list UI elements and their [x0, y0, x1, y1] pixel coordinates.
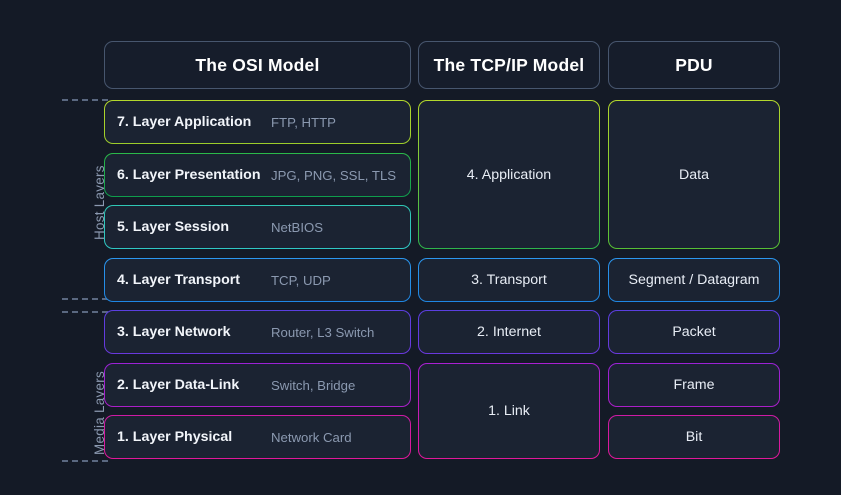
osi-layer-3-name: 3. Layer Network: [117, 324, 231, 340]
dash-separator-media-start: [62, 311, 108, 313]
pdu-data-label: Data: [679, 166, 709, 183]
osi-layer-3[interactable]: 3. Layer Network Router, L3 Switch: [104, 310, 411, 354]
dash-separator-top: [62, 99, 108, 101]
osi-layer-7[interactable]: 7. Layer Application FTP, HTTP: [104, 100, 411, 144]
osi-layer-4-name: 4. Layer Transport: [117, 272, 241, 288]
pdu-bit-label: Bit: [685, 429, 703, 445]
header-osi-model-label: The OSI Model: [195, 54, 320, 75]
osi-layer-2-examples: Switch, Bridge: [271, 377, 356, 393]
header-tcpip-model-label: The TCP/IP Model: [433, 54, 585, 75]
header-osi-model: The OSI Model: [104, 41, 411, 89]
tcpip-layer-application[interactable]: 4. Application: [418, 100, 600, 249]
osi-layer-1-name: 1. Layer Physical: [117, 429, 233, 445]
header-tcpip-model: The TCP/IP Model: [418, 41, 600, 89]
osi-layer-5-examples: NetBIOS: [271, 219, 324, 235]
header-pdu-label: PDU: [675, 54, 713, 75]
tcpip-layer-transport-label: 3. Transport: [471, 272, 547, 288]
pdu-frame[interactable]: Frame: [608, 363, 780, 407]
osi-layer-6[interactable]: 6. Layer Presentation JPG, PNG, SSL, TLS: [104, 153, 411, 197]
osi-layer-5-name: 5. Layer Session: [117, 219, 229, 235]
osi-layer-7-examples: FTP, HTTP: [271, 114, 336, 130]
pdu-segment-datagram[interactable]: Segment / Datagram: [608, 258, 780, 302]
osi-layer-3-examples: Router, L3 Switch: [271, 324, 375, 340]
osi-layer-1-examples: Network Card: [271, 429, 352, 445]
osi-layer-4-examples: TCP, UDP: [271, 272, 331, 288]
pdu-bit[interactable]: Bit: [608, 415, 780, 459]
tcpip-layer-application-label: 4. Application: [466, 166, 552, 183]
tcpip-layer-link-label: 1. Link: [488, 403, 530, 419]
osi-layer-6-name: 6. Layer Presentation: [117, 167, 261, 183]
pdu-packet-label: Packet: [672, 324, 716, 340]
osi-layer-6-examples: JPG, PNG, SSL, TLS: [271, 167, 397, 183]
dash-separator-bottom: [62, 460, 108, 462]
osi-layer-5[interactable]: 5. Layer Session NetBIOS: [104, 205, 411, 249]
osi-layer-4[interactable]: 4. Layer Transport TCP, UDP: [104, 258, 411, 302]
pdu-frame-label: Frame: [673, 377, 715, 393]
tcpip-layer-transport[interactable]: 3. Transport: [418, 258, 600, 302]
osi-layer-2[interactable]: 2. Layer Data-Link Switch, Bridge: [104, 363, 411, 407]
tcpip-layer-internet-label: 2. Internet: [477, 324, 541, 340]
tcpip-layer-link[interactable]: 1. Link: [418, 363, 600, 459]
header-pdu: PDU: [608, 41, 780, 89]
osi-layer-7-name: 7. Layer Application: [117, 114, 252, 130]
pdu-packet[interactable]: Packet: [608, 310, 780, 354]
pdu-segment-datagram-label: Segment / Datagram: [628, 272, 760, 288]
pdu-data[interactable]: Data: [608, 100, 780, 249]
osi-layer-1[interactable]: 1. Layer Physical Network Card: [104, 415, 411, 459]
tcpip-layer-internet[interactable]: 2. Internet: [418, 310, 600, 354]
dash-separator-host-end: [62, 298, 108, 300]
osi-layer-2-name: 2. Layer Data-Link: [117, 377, 240, 393]
